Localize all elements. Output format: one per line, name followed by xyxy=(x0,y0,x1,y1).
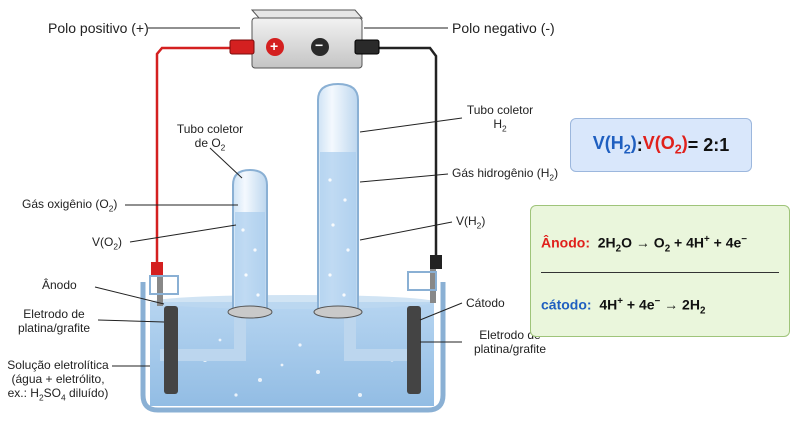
volume-ratio-box: V(H2):V(O2) = 2:1 xyxy=(570,118,752,172)
anode-electrode xyxy=(149,262,179,394)
beaker xyxy=(140,282,446,413)
label-polo-negativo: Polo negativo (-) xyxy=(452,20,555,36)
cathode-equation: cátodo: 4H+ + 4e− → 2H2 xyxy=(541,296,706,317)
anode-equation: Ânodo: 2H2O → O2 + 4H+ + 4e− xyxy=(541,234,747,255)
label-anodo: Ânodo xyxy=(42,278,77,292)
label-gas-oxigenio: Gás oxigênio (O2) xyxy=(22,197,118,214)
battery xyxy=(229,9,380,69)
negative-wire xyxy=(360,46,438,258)
minus-terminal-icon xyxy=(311,38,329,56)
h2-collector-tube xyxy=(313,82,420,361)
battery-plus-symbol: + xyxy=(270,38,279,54)
label-solucao-eletrolitica: Solução eletrolítica (água + eletrólito,… xyxy=(7,358,109,403)
label-catodo: Cátodo xyxy=(466,296,505,310)
label-polo-positivo: Polo positivo (+) xyxy=(48,20,149,36)
positive-wire xyxy=(155,46,235,265)
plus-terminal-icon xyxy=(266,38,284,56)
o2-collector-tube xyxy=(160,168,273,361)
equation-separator xyxy=(541,272,779,273)
tube-bubbles xyxy=(241,178,350,297)
label-v-o2: V(O2) xyxy=(92,235,123,252)
label-tubo-coletor-o2: Tubo coletor de O2 xyxy=(176,122,244,153)
half-reactions-box: Ânodo: 2H2O → O2 + 4H+ + 4e− cátodo: 4H+… xyxy=(530,205,790,337)
label-tubo-coletor-h2: Tubo coletor H2 xyxy=(466,103,534,134)
battery-minus-symbol: − xyxy=(315,37,324,53)
cathode-electrode xyxy=(407,255,442,394)
label-v-h2: V(H2) xyxy=(456,214,486,231)
leader-lines xyxy=(94,27,463,367)
label-gas-hidrogenio: Gás hidrogênio (H2) xyxy=(452,166,559,183)
